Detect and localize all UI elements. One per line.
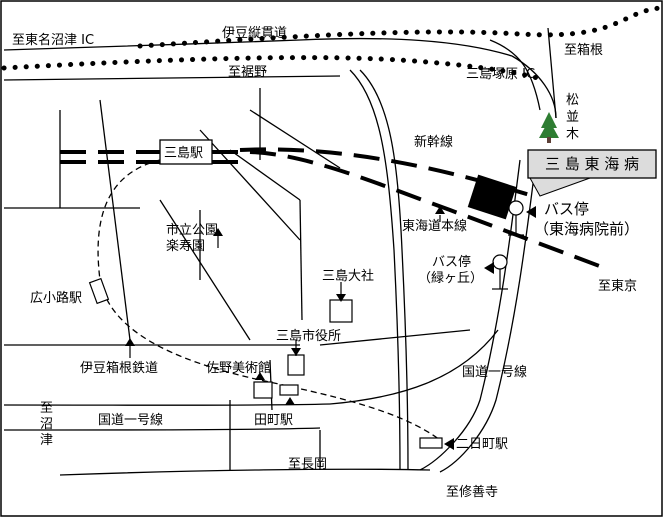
arrow-left-icon xyxy=(444,438,454,450)
label-to-nagaoka: 至長岡 xyxy=(288,457,327,472)
label-city-hall: 三島市役所 xyxy=(276,328,341,344)
city-hall-box xyxy=(287,354,305,376)
hospital-building-icon xyxy=(467,174,517,220)
arrow-up-icon xyxy=(285,397,295,405)
svg-text:沼: 沼 xyxy=(40,417,53,432)
hospital-label: 三 島 東 海 病 xyxy=(527,149,657,197)
label-hirokoji-station: 広小路駅 xyxy=(30,290,82,306)
label-matsunamiki: 松 並 木 xyxy=(566,93,579,142)
label-futsukamachi-station: 二日町駅 xyxy=(456,437,508,452)
arrow-up-icon xyxy=(435,206,445,222)
hirokoji-station-box xyxy=(88,277,110,305)
label-izu-hakone-railway: 伊豆箱根鉄道 xyxy=(80,360,158,376)
arrow-left-icon xyxy=(526,206,536,218)
label-city-park: 市立公園 xyxy=(166,222,218,238)
arrow-down-icon xyxy=(336,282,346,302)
svg-text:至: 至 xyxy=(40,401,53,416)
arrow-up-icon xyxy=(255,372,265,380)
arrow-up-icon xyxy=(213,228,223,248)
label-bus-stop-midorigaoka-sub: （緑ヶ丘） xyxy=(418,271,483,286)
hospital-label-text: 三 島 東 海 病 xyxy=(545,155,639,173)
sano-museum-box xyxy=(253,381,273,399)
arrow-left-icon xyxy=(484,262,494,274)
label-to-tokyo: 至東京 xyxy=(598,278,637,294)
mishima-taisha-box xyxy=(329,299,353,323)
label-route1-east: 国道一号線 xyxy=(462,364,527,380)
road-network xyxy=(3,27,557,476)
label-izu-jukan: 伊豆縦貫道 xyxy=(222,26,287,41)
izu-jukan-highway-upper xyxy=(137,5,663,49)
label-bus-stop-midorigaoka: バス停 xyxy=(432,254,471,270)
label-to-numazu: 至 沼 津 xyxy=(40,401,53,448)
label-shinkansen: 新幹線 xyxy=(414,134,453,150)
label-tamachi-station: 田町駅 xyxy=(254,413,293,428)
izu-jukan-highway-lower xyxy=(1,55,548,83)
svg-text:並: 並 xyxy=(566,110,579,125)
label-rakujuen: 楽寿園 xyxy=(166,238,205,254)
svg-text:木: 木 xyxy=(566,127,579,142)
arrow-up-icon xyxy=(125,338,135,358)
label-to-susono: 至裾野 xyxy=(228,65,267,80)
label-to-hakone: 至箱根 xyxy=(564,42,603,58)
tokaido-line xyxy=(60,149,611,272)
label-mishima-taisha: 三島大社 xyxy=(322,268,374,284)
futsukamachi-station-box xyxy=(419,437,443,449)
svg-text:津: 津 xyxy=(40,433,53,448)
label-bus-stop-hospital-sub: （東海病院前） xyxy=(534,220,639,238)
svg-text:松: 松 xyxy=(566,93,579,108)
bus-stop-icon xyxy=(492,254,508,290)
tamachi-station-box xyxy=(279,384,299,396)
mishima-station-box xyxy=(159,139,213,165)
arrow-up-icon xyxy=(291,340,301,356)
izu-hakone-railway xyxy=(97,159,441,441)
label-mishima-tsukahara-ic: 三島塚原 IC xyxy=(466,67,535,82)
label-sano-museum: 佐野美術館 xyxy=(206,361,271,376)
label-to-numazu-ic: 至東名沼津 IC xyxy=(12,32,94,48)
label-tokaido-line: 東海道本線 xyxy=(402,218,467,234)
label-route1-west: 国道一号線 xyxy=(98,412,163,428)
tree-icon xyxy=(539,112,559,143)
label-to-shuzenji: 至修善寺 xyxy=(446,484,498,500)
bus-stop-icon xyxy=(508,200,524,236)
label-bus-stop-hospital: バス停 xyxy=(544,200,589,218)
label-mishima-station: 三島駅 xyxy=(164,146,203,161)
